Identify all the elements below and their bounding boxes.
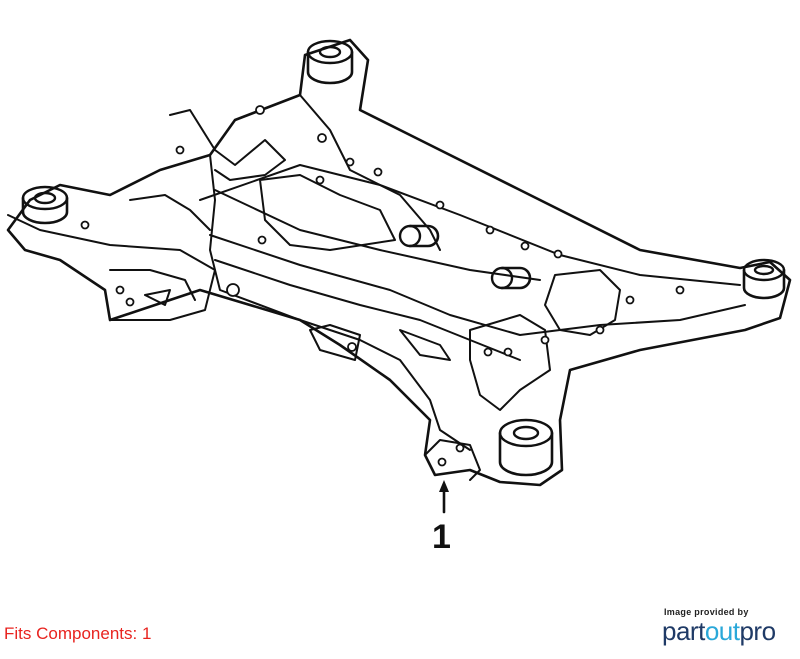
logo-part1: part	[662, 616, 705, 646]
inner-plate	[259, 174, 396, 251]
front-left-flange	[129, 194, 211, 231]
rear-right-bracket	[469, 314, 551, 411]
front-right-flange	[399, 329, 451, 361]
bushing-rear-left	[498, 418, 554, 477]
front-cross-member	[199, 164, 741, 286]
bushing-rear-right	[742, 258, 786, 300]
bushing-front-left	[21, 185, 69, 225]
logo-part2: out	[704, 616, 740, 646]
lower-mount-plate	[424, 439, 481, 481]
bushing-front-right	[306, 39, 354, 85]
center-bushing-lower	[490, 266, 532, 290]
image-credit-text: Image provided by	[664, 607, 749, 617]
subframe-diagram: 1	[6, 38, 792, 556]
fits-components-text: Fits Components: 1	[4, 624, 152, 643]
callout-1-label: 1	[432, 518, 451, 556]
callout-1-leader	[439, 480, 449, 514]
partoutpro-logo: partoutpro	[662, 616, 776, 647]
bracket-upper	[169, 109, 286, 181]
logo-part3: pro	[739, 616, 776, 646]
subframe-outline	[6, 38, 792, 487]
mounting-holes	[80, 105, 685, 467]
right-side-rail	[299, 94, 441, 251]
front-left-arm	[7, 214, 216, 321]
center-bushing-upper	[398, 224, 440, 248]
left-reinforcement	[109, 269, 196, 306]
bracket-lower	[309, 324, 361, 361]
center-beam-bottom	[214, 259, 521, 361]
left-side-rail	[209, 154, 471, 451]
